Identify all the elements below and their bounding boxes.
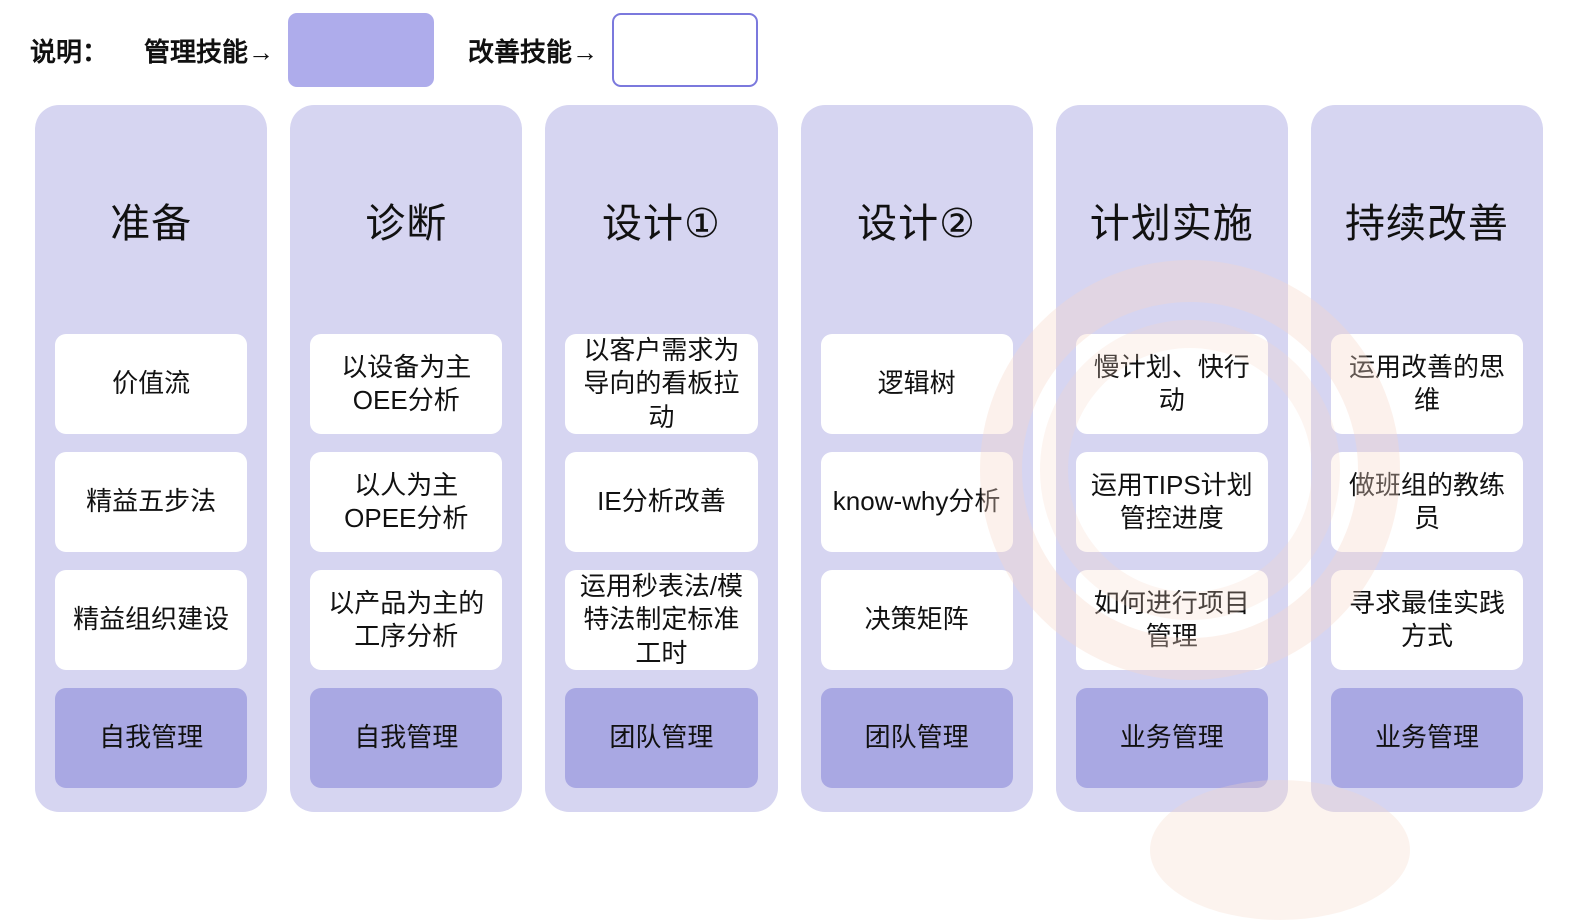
skill-box: 做班组的教练员: [1330, 452, 1524, 552]
skill-boxes: 以设备为主OEE分析 以人为主OPEE分析 以产品为主的工序分析 自我管理: [310, 334, 503, 788]
skill-box: 运用秒表法/模特法制定标准工时: [565, 570, 758, 670]
skill-box: 慢计划、快行动: [1075, 334, 1268, 434]
management-box: 自我管理: [55, 688, 248, 788]
management-box: 业务管理: [1075, 688, 1268, 788]
skill-box: 以设备为主OEE分析: [310, 334, 503, 434]
management-box: 业务管理: [1330, 688, 1524, 788]
skill-boxes: 逻辑树 know-why分析 决策矩阵 团队管理: [820, 334, 1013, 788]
skill-box: know-why分析: [820, 452, 1013, 552]
management-skill-swatch: [288, 13, 435, 87]
phase-column-5: 计划实施 慢计划、快行动 运用TIPS计划管控进度 如何进行项目管理 业务管理: [1055, 105, 1288, 812]
phase-title: 设计①: [602, 201, 721, 246]
skill-box: 精益组织建设: [55, 570, 248, 670]
phase-title: 诊断: [365, 201, 448, 246]
skill-box: 精益五步法: [55, 452, 248, 552]
skill-box: 价值流: [55, 334, 248, 434]
skill-box: 以人为主OPEE分析: [310, 452, 503, 552]
skill-box: 寻求最佳实践方式: [1330, 570, 1524, 670]
skill-boxes: 价值流 精益五步法 精益组织建设 自我管理: [55, 334, 248, 788]
phase-column-4: 设计② 逻辑树 know-why分析 决策矩阵 团队管理: [800, 105, 1033, 812]
skill-box: 决策矩阵: [820, 570, 1013, 670]
skill-box: 以产品为主的工序分析: [310, 570, 503, 670]
phase-title: 准备: [110, 201, 193, 246]
skill-box: 运用改善的思维: [1330, 334, 1524, 434]
management-box: 团队管理: [565, 688, 758, 788]
skill-boxes: 慢计划、快行动 运用TIPS计划管控进度 如何进行项目管理 业务管理: [1075, 334, 1268, 788]
skill-box: 运用TIPS计划管控进度: [1075, 452, 1268, 552]
legend-management-label: 管理技能→: [144, 36, 275, 67]
improvement-skill-swatch: [612, 13, 759, 87]
phase-columns: 准备 价值流 精益五步法 精益组织建设 自我管理 诊断 以设备为主OEE分析 以…: [0, 105, 1578, 812]
management-box: 自我管理: [310, 688, 503, 788]
skill-box: 逻辑树: [820, 334, 1013, 434]
phase-title: 持续改善: [1344, 201, 1509, 246]
phase-column-2: 诊断 以设备为主OEE分析 以人为主OPEE分析 以产品为主的工序分析 自我管理: [290, 105, 523, 812]
phase-title: 设计②: [857, 201, 977, 246]
skill-box: IE分析改善: [565, 452, 758, 552]
legend: 说明： 管理技能→ 改善技能→: [0, 0, 1578, 100]
phase-column-1: 准备 价值流 精益五步法 精益组织建设 自我管理: [35, 105, 268, 812]
phase-column-3: 设计① 以客户需求为导向的看板拉动 IE分析改善 运用秒表法/模特法制定标准工时…: [545, 105, 778, 812]
phase-column-6: 持续改善 运用改善的思维 做班组的教练员 寻求最佳实践方式 业务管理: [1310, 105, 1544, 812]
legend-label: 说明：: [30, 36, 109, 67]
management-box: 团队管理: [820, 688, 1013, 788]
skill-box: 以客户需求为导向的看板拉动: [565, 334, 758, 434]
phase-title: 计划实施: [1089, 201, 1254, 246]
legend-improvement-label: 改善技能→: [468, 36, 599, 67]
skill-box: 如何进行项目管理: [1075, 570, 1268, 670]
skill-boxes: 运用改善的思维 做班组的教练员 寻求最佳实践方式 业务管理: [1330, 334, 1524, 788]
skill-boxes: 以客户需求为导向的看板拉动 IE分析改善 运用秒表法/模特法制定标准工时 团队管…: [565, 334, 758, 788]
